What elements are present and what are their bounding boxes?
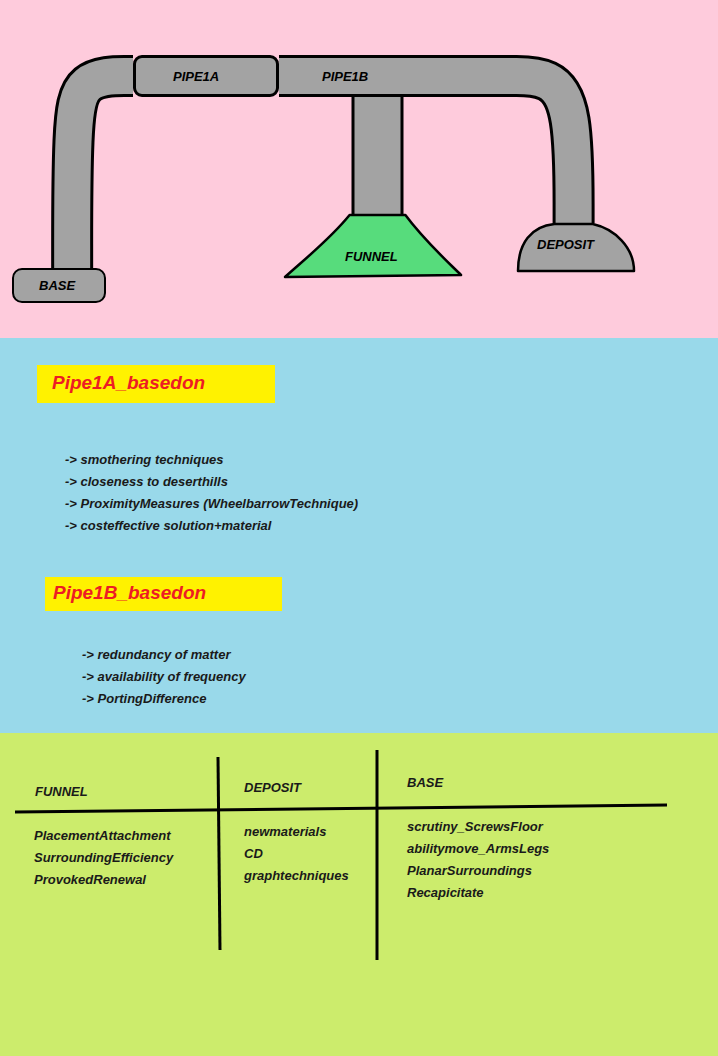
table-cell: CD bbox=[244, 846, 263, 862]
list-item: -> smothering techniques bbox=[65, 452, 224, 468]
pipe-connector bbox=[72, 76, 133, 268]
table-cell: PlanarSurroundings bbox=[407, 863, 532, 879]
table-cell: SurroundingEfficiency bbox=[34, 850, 173, 866]
list-item: -> redundancy of matter bbox=[82, 647, 230, 663]
pipe-connector bbox=[377, 97, 378, 215]
list-item: -> costeffective solution+material bbox=[65, 518, 271, 534]
part-name: PIPE1A bbox=[173, 69, 219, 85]
pipe-connector bbox=[510, 76, 574, 223]
table-cell: PlacementAttachment bbox=[34, 828, 171, 844]
table-cell: newmaterials bbox=[244, 824, 326, 840]
part-name: FUNNEL bbox=[345, 249, 398, 265]
part-name: DEPOSIT bbox=[537, 237, 594, 253]
pipe-body bbox=[355, 97, 401, 215]
table-rule bbox=[376, 750, 379, 960]
pipe-outline bbox=[510, 76, 574, 223]
table-rule bbox=[218, 757, 220, 950]
deposit-shape bbox=[518, 224, 634, 271]
part-name: BASE bbox=[39, 278, 75, 294]
green-band bbox=[0, 733, 718, 1056]
list-item: -> availability of frequency bbox=[82, 669, 246, 685]
table-cell: ProvokedRenewal bbox=[34, 872, 146, 888]
table-header: BASE bbox=[407, 775, 443, 791]
list-item: -> ProximityMeasures (WheelbarrowTechniq… bbox=[65, 496, 358, 512]
list-item: -> closeness to deserthills bbox=[65, 474, 228, 490]
section-heading: Pipe1A_basedon bbox=[52, 372, 205, 395]
table-cell: abilitymove_ArmsLegs bbox=[407, 841, 549, 857]
list-item: -> PortingDifference bbox=[82, 691, 206, 707]
table-rule bbox=[15, 805, 667, 812]
funnel-outline bbox=[283, 213, 463, 279]
funnel-shape bbox=[285, 215, 461, 277]
heading-tag: Pipe1B_basedon bbox=[45, 577, 282, 611]
pipe-connector bbox=[279, 76, 286, 77]
heading-tag: Pipe1A_basedon bbox=[37, 365, 275, 403]
base-foot: BASE bbox=[12, 268, 106, 303]
pipe-outline bbox=[352, 97, 404, 215]
pipe-body bbox=[510, 76, 574, 223]
deposit-foot: DEPOSIT bbox=[516, 221, 636, 273]
pipe-section: PIPE1A bbox=[133, 55, 279, 97]
pipe-section: PIPE1B bbox=[286, 55, 510, 97]
pipe-outline bbox=[72, 76, 133, 268]
part-name: PIPE1B bbox=[322, 69, 368, 85]
pipe-outline bbox=[279, 55, 286, 97]
section-heading: Pipe1B_basedon bbox=[53, 582, 206, 605]
pipe-body bbox=[72, 76, 133, 268]
table-header: FUNNEL bbox=[35, 784, 88, 800]
table-header: DEPOSIT bbox=[244, 780, 301, 796]
table-cell: Recapicitate bbox=[407, 885, 484, 901]
pipe-body bbox=[279, 58, 286, 94]
table-cell: graphtechniques bbox=[244, 868, 349, 884]
table-cell: scrutiny_ScrewsFloor bbox=[407, 819, 543, 835]
funnel-shape: FUNNEL bbox=[283, 213, 463, 279]
